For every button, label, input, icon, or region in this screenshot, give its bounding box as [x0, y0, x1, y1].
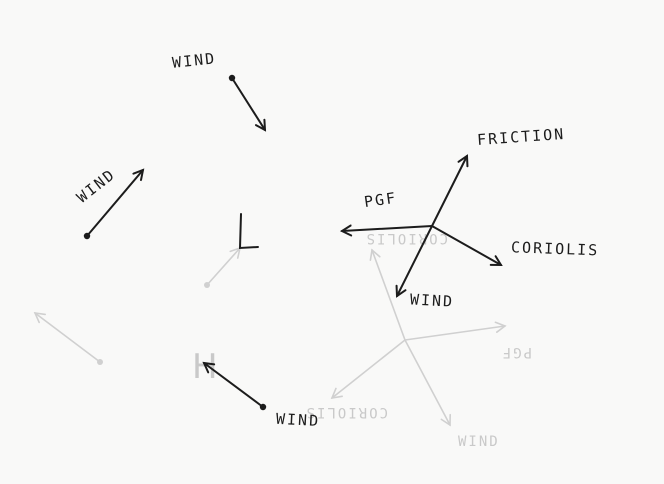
friction-arrow: [431, 156, 467, 227]
ghost-force-left: [330, 339, 406, 400]
force-balance: PGF FRICTION CORIOLIS WIND: [342, 125, 600, 311]
ghost-coriolis-label-b: CORIOLIS: [305, 404, 388, 420]
pgf-label: PGF: [363, 189, 398, 211]
coriolis-arrow: [431, 225, 501, 265]
wind-top-label: WIND: [171, 49, 217, 72]
wind-left-arrow: [86, 170, 143, 237]
wind-bottom-label: WIND: [276, 410, 321, 430]
wind-bottom-arrow: [204, 363, 264, 408]
wind-left: WIND: [73, 165, 143, 240]
ghost-force-up: [369, 248, 406, 341]
pgf-arrow: [342, 226, 433, 231]
coriolis-label: CORIOLIS: [511, 238, 600, 259]
friction-label: FRICTION: [477, 125, 566, 149]
wind-bottom: WIND: [204, 363, 321, 430]
ghost-wind-arrow-center: [206, 246, 242, 286]
ghost-high-label: H: [192, 347, 220, 387]
wind-force-arrow: [397, 225, 433, 296]
low-label: [238, 213, 259, 250]
ghost-force-right: [404, 321, 507, 341]
ghost-wind-arrow-center-tail: [204, 282, 210, 288]
ghost-pgf-label: PGF: [501, 344, 532, 360]
ghost-wind-arrow-left-tail: [97, 359, 103, 365]
wind-force-label: WIND: [410, 290, 455, 310]
ghost-wind-arrow-left: [33, 312, 101, 363]
wind-left-label: WIND: [73, 165, 119, 206]
wind-top-arrow: [231, 77, 265, 130]
low-pressure: L: [238, 213, 259, 250]
ghost-force-down: [404, 339, 452, 427]
ghost-coriolis-label-a: CORIOLIS: [365, 230, 448, 246]
wind-top: WIND: [171, 49, 265, 130]
ghost-wind-label: WIND: [458, 434, 500, 450]
